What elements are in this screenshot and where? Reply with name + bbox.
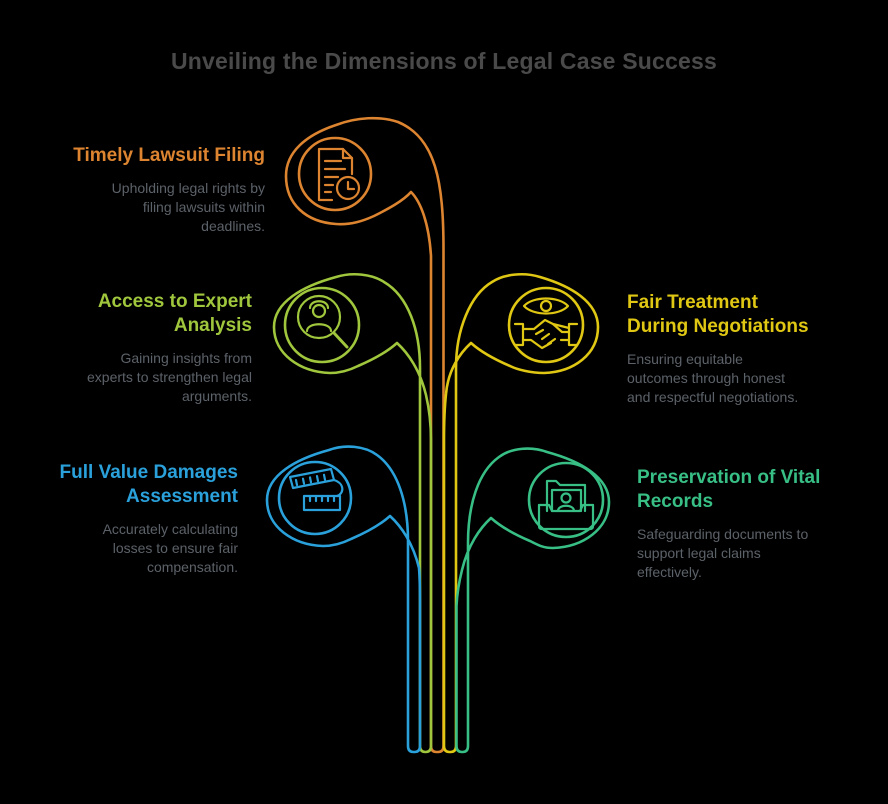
eye-handshake-icon [513,297,579,350]
branch-stem-full-value-damages-assessment [265,445,422,754]
icon-ring [283,286,361,364]
branch-title-line: Records [637,491,714,512]
icon-ring [297,136,373,212]
branch-title-line: Preservation of Vital [637,467,821,488]
tendril-path [284,116,445,754]
branch-stem-timely-lawsuit-filing [284,116,445,754]
branch-description-line: filing lawsuits within [142,199,265,215]
branch-description-line: arguments. [181,388,252,404]
branch-description-line: Ensuring equitable [627,351,743,367]
tendril-path [265,445,422,754]
branch-description-line: Upholding legal rights by [111,180,265,196]
branch-block-full-value-damages-assessment: Full Value Damages Assessment Accurately… [30,461,238,577]
icon-ring [527,461,605,539]
branch-description-line: and respectful negotiations. [627,389,799,405]
branch-title: Access to Expert Analysis [38,290,252,338]
branch-description: Gaining insights from experts to strengt… [38,349,252,406]
branch-description-line: compensation. [146,559,238,575]
icon-ring [277,460,353,536]
branch-stem-fair-treatment-during-negotiations [442,272,600,754]
branch-title-line: Assessment [126,486,238,507]
branch-description-line: outcomes through honest [627,370,785,386]
branch-description-line: Accurately calculating [102,521,238,537]
branch-block-timely-lawsuit-filing: Timely Lawsuit Filing Upholding legal ri… [40,144,265,236]
branch-description-line: Gaining insights from [120,350,252,366]
measuring-tape-icon [288,467,344,512]
tendril-path [272,272,433,754]
archive-records-icon [537,479,595,531]
branch-title-line: Full Value Damages [59,462,238,483]
tendril-path [455,447,611,754]
branch-title: Timely Lawsuit Filing [40,144,265,168]
branch-block-access-to-expert-analysis: Access to Expert Analysis Gaining insigh… [38,290,252,406]
branch-block-fair-treatment-during-negotiations: Fair Treatment During Negotiations Ensur… [627,291,877,407]
branch-description-line: experts to strengthen legal [87,369,252,385]
branch-description-line: deadlines. [201,218,265,234]
branch-description: Accurately calculating losses to ensure … [30,520,238,577]
branch-description-line: support legal claims [637,545,761,561]
branch-title-line: During Negotiations [627,316,809,337]
branch-description: Safeguarding documents to support legal … [637,525,882,582]
branch-title: Full Value Damages Assessment [30,461,238,509]
branch-stem-preservation-of-vital-records [455,447,611,754]
branch-title-line: Fair Treatment [627,292,758,313]
branch-title: Preservation of Vital Records [637,466,882,514]
branch-description-line: losses to ensure fair [112,540,238,556]
branch-description: Upholding legal rights by filing lawsuit… [40,179,265,236]
icon-ring [507,286,585,364]
branch-title-line: Access to Expert [97,291,252,312]
branch-description-line: effectively. [637,564,702,580]
document-clock-icon [317,147,361,202]
tendril-path [442,272,600,754]
branch-title: Fair Treatment During Negotiations [627,291,877,339]
branch-description: Ensuring equitable outcomes through hone… [627,350,877,407]
branch-title-line: Timely Lawsuit Filing [73,145,265,166]
branch-description-line: Safeguarding documents to [637,526,809,542]
branch-block-preservation-of-vital-records: Preservation of Vital Records Safeguardi… [637,466,882,582]
expert-magnifier-icon [296,294,349,349]
branch-title-line: Analysis [173,315,252,336]
branch-stem-access-to-expert-analysis [272,272,433,754]
page-title: Unveiling the Dimensions of Legal Case S… [170,48,718,74]
